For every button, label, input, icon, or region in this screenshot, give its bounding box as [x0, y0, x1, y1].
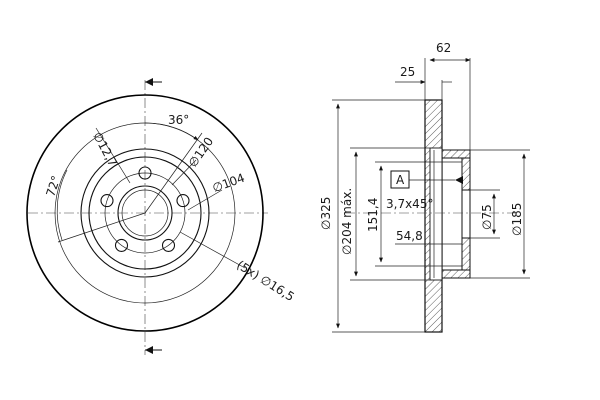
bolt-hole-group [100, 166, 190, 252]
ring-value: 104 [220, 171, 246, 192]
hub-face-dimension: ∅75 [480, 204, 494, 230]
small-hole-dimension: ∅12,7 [90, 130, 120, 169]
hat-diameter-dimension: ∅185 [510, 203, 524, 236]
hat-outer-value: 151,4 [366, 198, 380, 232]
section-arrow-bottom-head [145, 346, 153, 354]
datum-box [390, 170, 410, 189]
outer-diameter-value: 325 [319, 197, 333, 220]
angle-arc-36 [144, 122, 199, 141]
center-bore-chamfer [121, 189, 169, 237]
side-view: 62 25 A ∅325 ∅204 máx. 151,4 ∅75 ∅185 3,… [319, 41, 530, 333]
angle-ray-72 [57, 212, 146, 243]
angle-ray-36 [144, 132, 203, 214]
diameter-symbol-icon: ∅ [319, 220, 333, 230]
ring-dimension: ∅104 [210, 171, 246, 196]
bolt-hole [114, 238, 129, 252]
diameter-symbol-icon: ∅ [480, 220, 494, 230]
leader-pcd [171, 159, 197, 186]
datum-triangle-icon [455, 176, 463, 184]
diameter-symbol-icon: ∅ [210, 179, 225, 196]
pcd-circle [104, 172, 186, 254]
angle-36-label: 36° [168, 113, 189, 127]
angle-arc-72 [56, 169, 68, 241]
vent-inner [429, 147, 443, 281]
svg-text:(5x) ∅16,5: (5x) ∅16,5 [234, 258, 297, 304]
hub-face-value: 75 [480, 204, 494, 219]
bolt-hole-dimension: (5x) ∅16,5 [234, 258, 297, 304]
leader-small-hole [95, 127, 131, 184]
hat-diameter-value: 185 [510, 203, 524, 226]
offset-25-label: 25 [400, 65, 415, 79]
bolt-hole [138, 166, 152, 180]
section-arrow-top-head [145, 78, 153, 86]
friction-diameter-value: 204 máx. [340, 188, 354, 245]
outer-diameter-dimension: ∅325 [319, 197, 333, 230]
leader-bore [187, 189, 223, 211]
hat-bottom-wall [441, 269, 471, 279]
outer-disc-edge [26, 94, 264, 332]
hat-top-wall [441, 149, 471, 159]
front-view: 36° 72° ∅12,7 ∅120 ∅104 (5x) ∅16,5 [26, 78, 297, 355]
diameter-symbol-icon: ∅ [340, 245, 354, 255]
svg-text:∅104: ∅104 [210, 171, 246, 196]
bolt-hole [176, 194, 190, 208]
width-62-label: 62 [436, 41, 451, 55]
center-bore-circle [117, 185, 173, 241]
svg-text:∅12,7: ∅12,7 [90, 130, 120, 169]
angle-72-label: 72° [43, 174, 63, 199]
bolt-hole-value: 16,5 [267, 278, 297, 304]
diameter-symbol-icon: ∅ [510, 226, 524, 236]
bolt-hole [161, 238, 176, 252]
chamfer-label: 3,7x45° [386, 197, 433, 211]
center-bore-label: 54,8 [396, 229, 423, 243]
leader-bolt-hole [179, 231, 246, 269]
hat-inner-circle [88, 156, 202, 270]
hub-bore [461, 189, 471, 239]
bolt-hole [100, 194, 114, 208]
friction-diameter-dimension: ∅204 máx. [340, 188, 354, 255]
datum-label: A [396, 173, 405, 187]
hat-outer-circle [80, 148, 210, 278]
